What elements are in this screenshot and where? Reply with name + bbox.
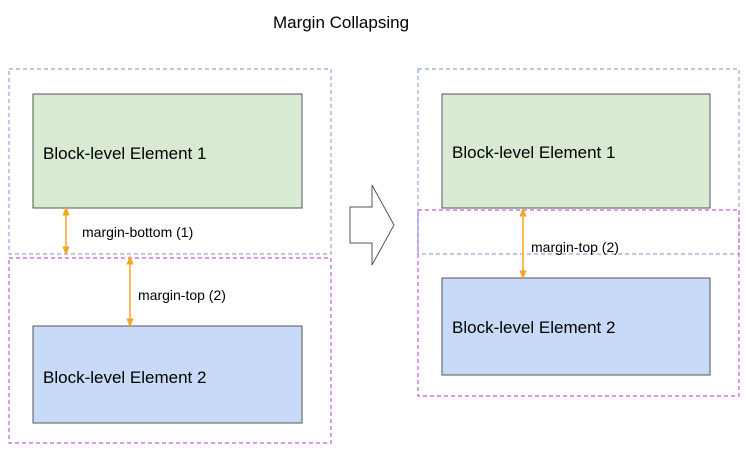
left-outer-box-2 xyxy=(8,257,332,444)
right-block-2-label: Block-level Element 2 xyxy=(452,318,615,337)
left-margin-bottom-label: margin-bottom (1) xyxy=(82,224,193,240)
left-margin-top-label: margin-top (2) xyxy=(138,287,226,303)
right-block-2 xyxy=(441,277,711,376)
transition-arrow xyxy=(349,184,395,266)
left-block-1-label: Block-level Element 1 xyxy=(43,144,206,163)
left-block-2-label: Block-level Element 2 xyxy=(43,368,206,387)
left-outer-box-1 xyxy=(8,68,332,255)
left-diagram: Block-level Element 1 Block-level Elemen… xyxy=(8,68,332,444)
right-margin-top-label: margin-top (2) xyxy=(531,239,619,255)
left-block-2 xyxy=(32,325,303,424)
right-outer-box-2 xyxy=(417,209,740,397)
right-diagram: Block-level Element 1 Block-level Elemen… xyxy=(417,68,740,397)
left-block-1 xyxy=(32,93,303,209)
right-block-1 xyxy=(441,93,711,209)
right-outer-box-1 xyxy=(417,68,740,255)
diagram-title: Margin Collapsing xyxy=(273,13,409,32)
right-block-1-label: Block-level Element 1 xyxy=(452,143,615,162)
